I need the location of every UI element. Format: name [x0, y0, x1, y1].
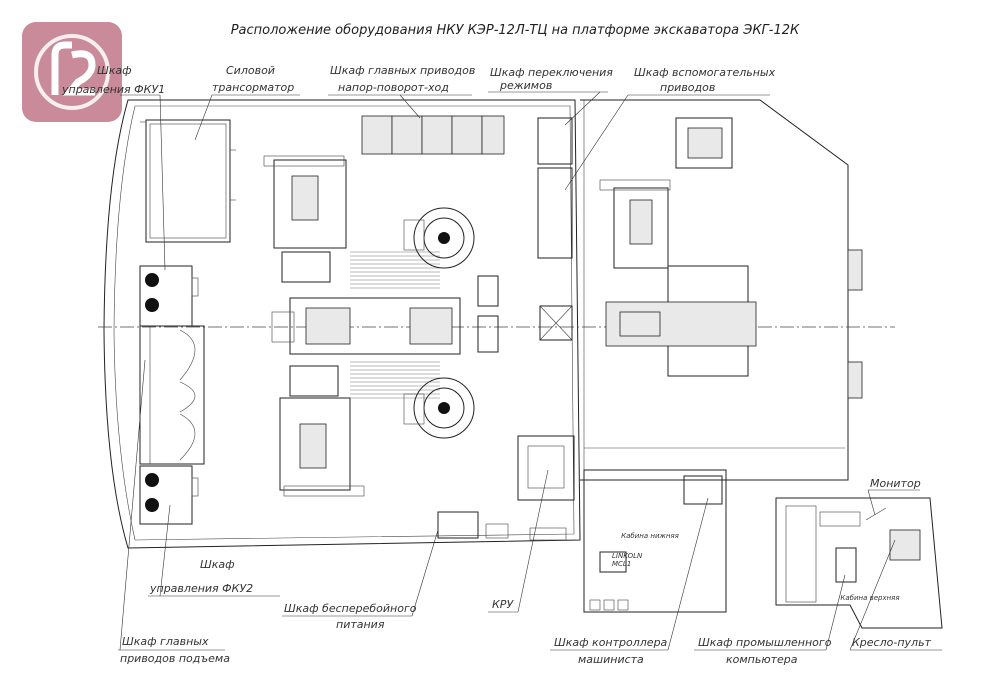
- small-equipment: [477, 275, 573, 353]
- label-kru: КРУ: [492, 598, 514, 611]
- upper-cabin: [775, 497, 943, 629]
- logo: [22, 22, 122, 122]
- label-controller-a: Шкаф контроллера: [554, 636, 668, 649]
- label-lift-drives-b: приводов подъема: [120, 652, 230, 665]
- label-ups-b: питания: [336, 618, 385, 631]
- label-fku1-a: Шкаф: [97, 64, 132, 77]
- lincoln-label-a: LINKOLN: [612, 552, 643, 560]
- leader-lines: [118, 91, 942, 651]
- label-aux-drives-a: Шкаф вспомогательных: [634, 66, 776, 79]
- lift-motor-top: [263, 155, 347, 283]
- lincoln-label-b: MCL1: [612, 560, 631, 568]
- aux-drive-motor: [599, 179, 757, 377]
- label-fku2-b: управления ФКУ2: [149, 582, 253, 595]
- label-aux-drives-b: приводов: [660, 81, 715, 94]
- label-fku1-b: управления ФКУ1: [61, 83, 165, 96]
- cable-trays: [350, 251, 440, 399]
- label-transformer-a: Силовой: [226, 64, 275, 77]
- label-industrial-pc-b: компьютера: [726, 653, 798, 666]
- label-monitor: Монитор: [870, 477, 921, 490]
- lift-drives-cabinet: [139, 325, 205, 465]
- lift-motor-bottom: [279, 365, 365, 497]
- page-title: Расположение оборудования НКУ КЭР-12Л-ТЦ…: [231, 23, 800, 38]
- label-controller-b: машиниста: [578, 653, 644, 666]
- label-switch-mode-b: режимов: [499, 79, 552, 92]
- label-fku2-a: Шкаф: [200, 558, 235, 571]
- platform-outline: [103, 99, 863, 549]
- fku1-cabinet: [139, 265, 199, 327]
- swing-motor-bottom: [403, 377, 475, 439]
- aux-top-unit: [675, 117, 733, 169]
- power-transformer: [140, 119, 236, 243]
- fku2-cabinet: [139, 465, 199, 525]
- cabin-upper-label: Кабина верхняя: [840, 594, 899, 602]
- label-lift-drives-a: Шкаф главных: [122, 635, 209, 648]
- ups-cabinet: [437, 511, 567, 541]
- cabin-lower-label: Кабина нижняя: [621, 532, 679, 540]
- switch-mode-cabinet: [537, 117, 573, 259]
- label-transformer-b: трансорматор: [212, 81, 294, 94]
- label-switch-mode-a: Шкаф переключения: [490, 66, 613, 79]
- swing-motor-top: [403, 207, 475, 269]
- crowd-drive-assembly: [271, 297, 461, 355]
- label-ups-a: Шкаф бесперебойного: [284, 602, 417, 615]
- main-drives-cabinet: [361, 115, 505, 155]
- label-chair-console: Кресло-пульт: [852, 636, 932, 649]
- kru-cabinet: [517, 435, 575, 501]
- lower-cabin: [583, 469, 727, 613]
- label-main-drives-a: Шкаф главных приводов: [330, 64, 475, 77]
- label-main-drives-b: напор-поворот-ход: [338, 81, 449, 94]
- label-industrial-pc-a: Шкаф промышленного: [698, 636, 832, 649]
